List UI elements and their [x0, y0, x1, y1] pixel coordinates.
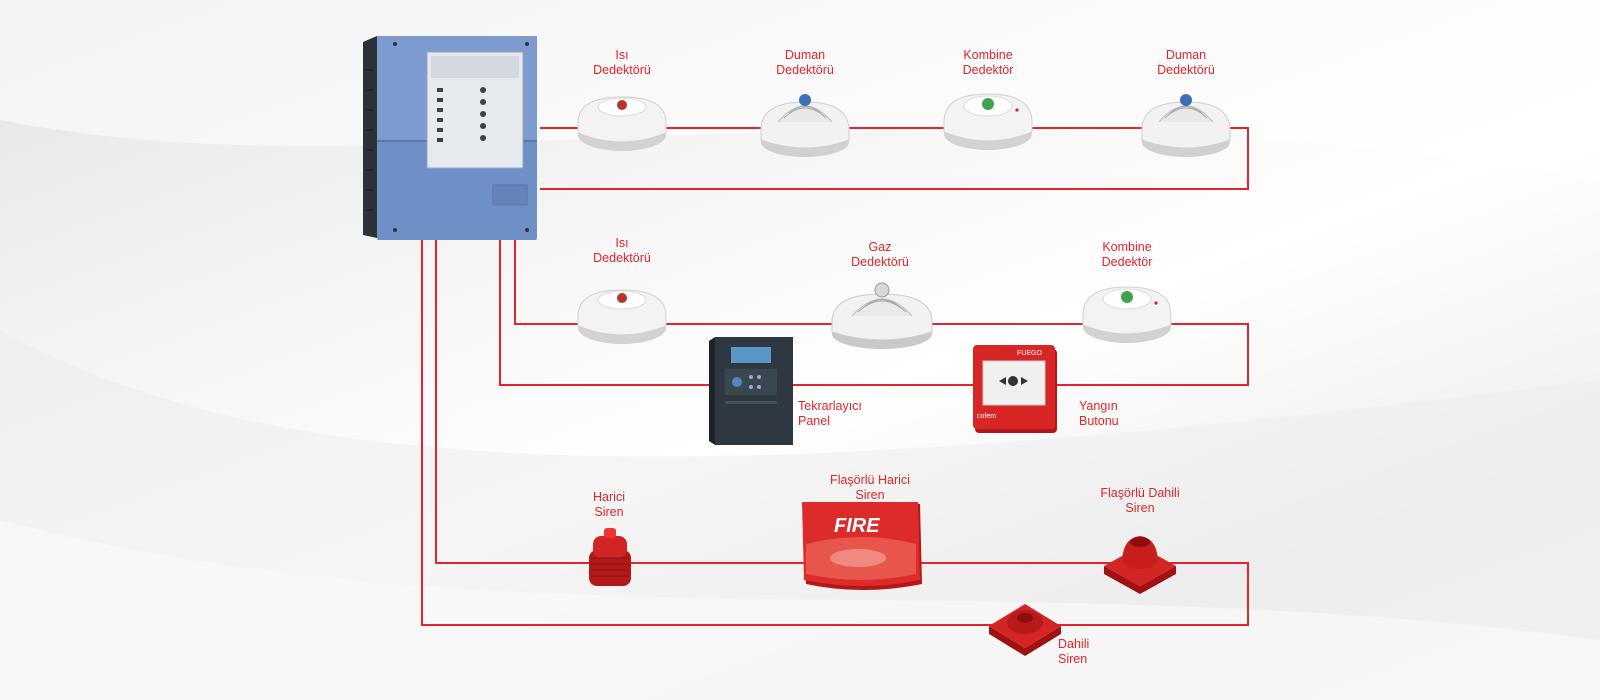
loop1-combined-label: Kombine Dedektör [962, 48, 1014, 77]
flash-internal-siren-label: Flaşörlü Dahili Siren [1100, 486, 1180, 515]
gas-detector-icon[interactable] [830, 270, 934, 352]
loop2-gas-label: Gaz Dedektörü [851, 240, 909, 269]
loop2-wire [499, 228, 1249, 386]
external-siren-label: Harici Siren [593, 490, 625, 519]
loop2-heat-label: Isı Dedektörü [593, 236, 651, 265]
call-point-brand: FUEGO [1017, 350, 1042, 357]
combined-detector-icon[interactable] [1080, 275, 1174, 347]
call-point-maker: cofem [977, 413, 996, 420]
flashing-internal-siren-icon[interactable] [1100, 528, 1180, 596]
loop1-smoke2-label: Duman Dedektörü [1157, 48, 1215, 77]
flashing-external-siren-icon[interactable]: FIRE [798, 500, 928, 595]
repeater-panel-icon[interactable] [705, 335, 795, 447]
external-siren-icon[interactable] [585, 524, 635, 589]
loop1-smoke1-label: Duman Dedektörü [776, 48, 834, 77]
manual-call-point-icon[interactable]: FUEGO cofem [973, 343, 1059, 435]
fire-alarm-control-panel[interactable] [355, 30, 545, 245]
internal-siren-label: Dahili Siren [1058, 637, 1090, 666]
call-point-label: Yangın Butonu [1079, 399, 1119, 428]
siren-loop-wire [421, 232, 1249, 626]
heat-detector-icon[interactable] [575, 85, 669, 155]
loop1-heat-label: Isı Dedektörü [593, 48, 651, 77]
repeater-label: Tekrarlayıcı Panel [798, 399, 862, 428]
smoke-detector-icon[interactable] [1139, 80, 1233, 160]
loop2-combined-label: Kombine Dedektör [1101, 240, 1153, 269]
smoke-detector-icon[interactable] [758, 80, 852, 160]
fire-text: FIRE [834, 515, 880, 537]
flash-external-siren-label: Flaşörlü Harici Siren [830, 473, 910, 502]
loop1-wire [540, 127, 1249, 190]
internal-siren-icon[interactable] [985, 590, 1065, 660]
combined-detector-icon[interactable] [941, 82, 1035, 154]
heat-detector-icon[interactable] [575, 278, 669, 348]
